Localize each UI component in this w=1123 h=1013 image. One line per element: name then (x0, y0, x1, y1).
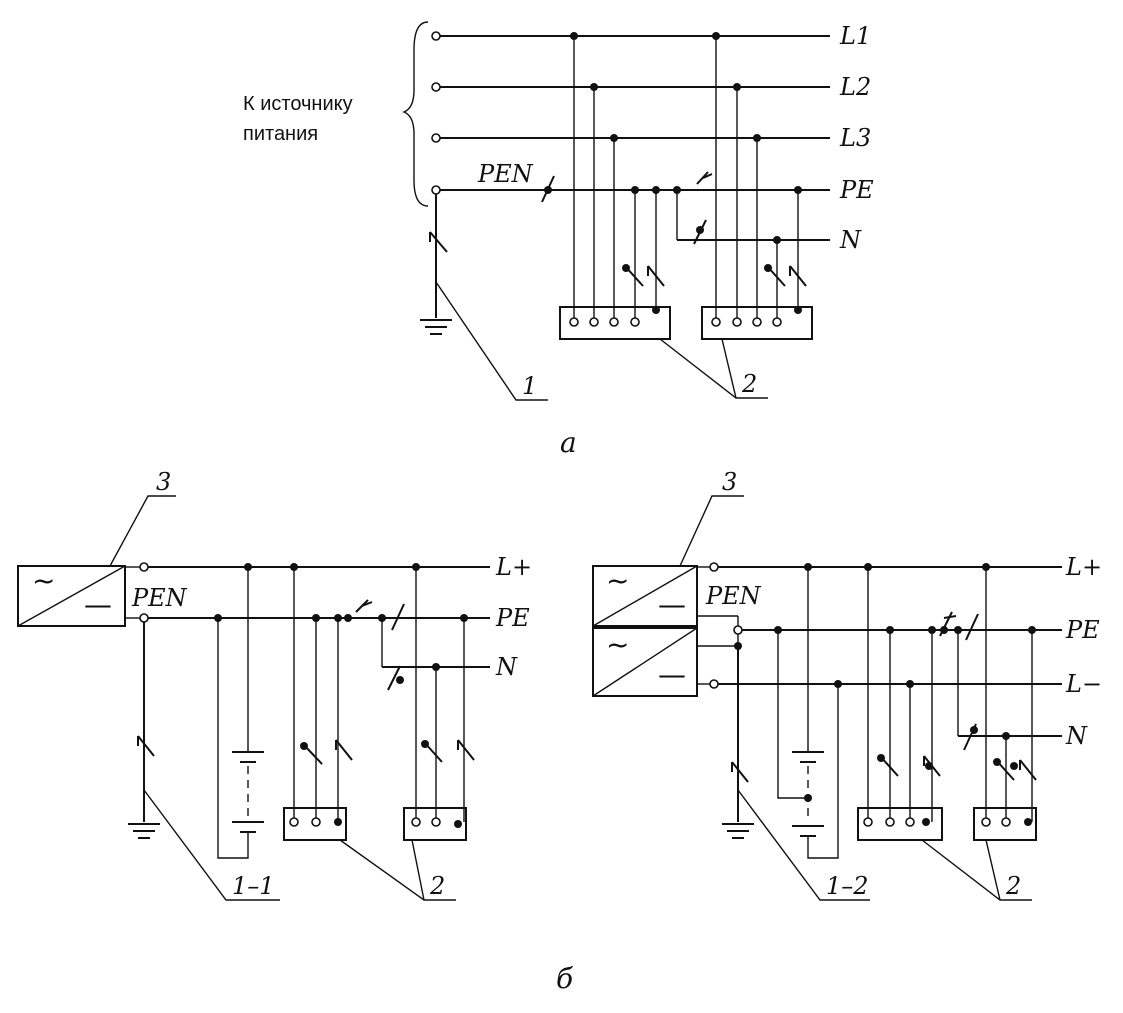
terminal (630, 317, 640, 327)
terminal (289, 817, 299, 827)
callout-leader-3 (109, 495, 176, 567)
label-lplus: L+ (1065, 553, 1102, 581)
diagram-a: К источнику питания L1 L2 L3 PE N PEN 1 (243, 21, 874, 459)
terminal (885, 817, 895, 827)
label-n: N (1065, 722, 1088, 750)
label-pe: PE (495, 604, 530, 632)
terminal (732, 317, 742, 327)
label-l2: L2 (839, 73, 871, 101)
label-l3: L3 (839, 124, 871, 152)
terminal (569, 317, 579, 327)
terminal (733, 625, 743, 635)
callout-leader-1-1 (143, 789, 280, 901)
label-pen: PEN (477, 160, 534, 188)
source-brace (402, 21, 429, 207)
terminal (411, 817, 421, 827)
terminal (905, 817, 915, 827)
terminal (431, 31, 441, 41)
caption-a: а (560, 426, 577, 459)
dc-symbol-icon: — (658, 588, 686, 621)
callout-1: 1 (522, 372, 537, 400)
callout-2: 2 (429, 872, 445, 900)
terminal (981, 817, 991, 827)
dc-symbol-icon: — (84, 588, 112, 621)
terminal (711, 317, 721, 327)
label-pe: PE (1065, 616, 1100, 644)
diagram-b2: ~ — ~ — 3 L+ PE L− N PEN (592, 468, 1102, 901)
terminal (752, 317, 762, 327)
terminal (863, 817, 873, 827)
terminal (139, 613, 149, 623)
terminal (139, 562, 149, 572)
caption-b: б (556, 962, 574, 995)
label-n: N (839, 226, 862, 254)
terminal (772, 317, 782, 327)
callout-leader-3 (679, 495, 744, 567)
callout-1-1: 1–1 (232, 872, 275, 900)
source-label-line2: питания (243, 123, 318, 145)
terminal (709, 679, 719, 689)
terminal (431, 817, 441, 827)
terminal (1001, 817, 1011, 827)
label-n: N (495, 653, 518, 681)
ac-symbol-icon: ~ (32, 564, 55, 597)
diagram-b1: ~ — 3 L+ PE N PEN 1–1 (17, 468, 532, 901)
terminal (431, 133, 441, 143)
callout-3: 3 (722, 468, 737, 496)
label-lplus: L+ (495, 553, 532, 581)
dc-symbol-icon: — (658, 658, 686, 691)
label-pen: PEN (705, 582, 762, 610)
ac-symbol-icon: ~ (606, 564, 629, 597)
source-label-line1: К источнику (243, 93, 353, 115)
terminal (589, 317, 599, 327)
label-lminus: L− (1065, 670, 1102, 698)
terminal (431, 185, 441, 195)
terminal (431, 82, 441, 92)
callout-1-2: 1–2 (826, 872, 869, 900)
terminal (709, 562, 719, 572)
terminal (311, 817, 321, 827)
marker (429, 231, 448, 253)
callout-2: 2 (741, 370, 757, 398)
terminal (609, 317, 619, 327)
callout-leader-1 (435, 281, 548, 401)
callout-2: 2 (1005, 872, 1021, 900)
label-l1: L1 (839, 22, 871, 50)
label-pe: PE (839, 176, 874, 204)
label-pen: PEN (131, 584, 188, 612)
callout-leader-1-2 (737, 789, 870, 901)
ac-symbol-icon: ~ (606, 628, 629, 661)
callout-3: 3 (156, 468, 171, 496)
